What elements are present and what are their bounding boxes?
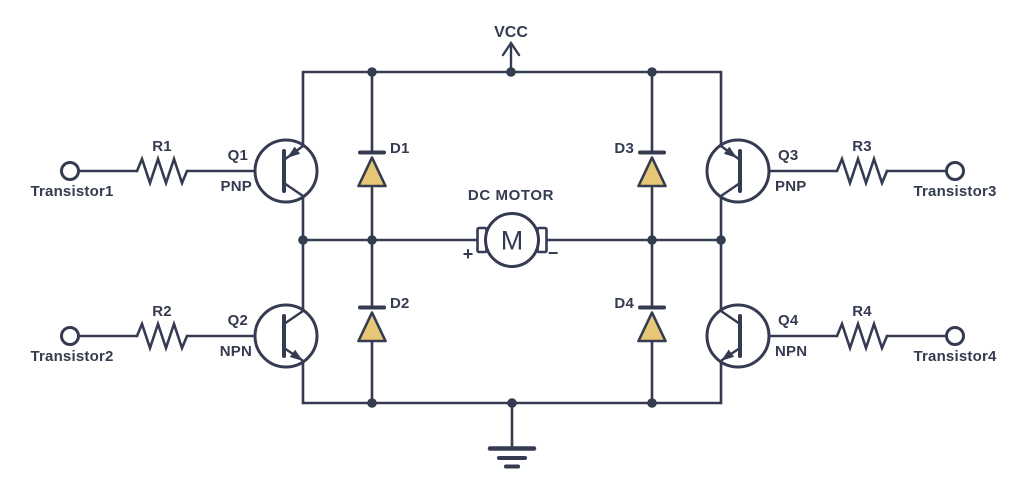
terminal-label: Transistor4 [913,348,997,365]
junction-dot [367,67,377,77]
diode-icon [637,311,667,343]
collector-diagonal [719,181,742,198]
resistor-label: R4 [852,303,872,320]
terminal-circle [945,161,965,181]
transistor-q2: Q2 NPN [220,303,319,369]
dc-motor: M DC MOTOR + − [463,187,559,268]
motor-positive-sign: + [463,244,474,264]
vcc-label: VCC [494,24,528,41]
terminal-circle [60,326,80,346]
resistor-zigzag [835,319,889,353]
motor-icon [484,212,540,268]
terminal-transistor2: Transistor2 [30,326,113,365]
diode-icon [357,156,387,188]
collector-diagonal [719,309,742,326]
resistor-r3: R3 [738,138,889,188]
resistor-label: R2 [152,303,172,320]
junction-dot [647,398,657,408]
transistor-ref-label: Q4 [778,312,799,329]
junction-dot [647,67,657,77]
junction-dot [367,235,377,245]
arrow-up-icon [501,40,521,57]
junction-dot [507,398,517,408]
terminal-transistor1: Transistor1 [30,161,113,200]
transistor-type-label: PNP [221,178,252,195]
npn-arrow-icon [721,349,735,361]
transistor-type-label: PNP [775,178,806,195]
collector-diagonal [282,309,305,326]
transistor-type-label: NPN [220,343,252,360]
terminal-transistor3: Transistor3 [913,161,996,200]
diode-label: D2 [390,295,410,312]
diode-label: D3 [614,140,634,157]
resistor-zigzag [135,319,189,353]
transistor-q4: Q4 NPN [705,303,807,369]
diode-icon [637,156,667,188]
transistor-type-label: NPN [775,343,807,360]
junction-dot [298,235,308,245]
diode-d3: D3 [614,140,667,188]
npn-arrow-icon [289,349,303,361]
terminal-label: Transistor2 [30,348,113,365]
resistor-r1: R1 [135,138,286,188]
motor-title: DC MOTOR [468,187,554,204]
diode-d1: D1 [357,140,410,188]
terminal-label: Transistor1 [30,183,113,200]
diode-label: D4 [614,295,634,312]
terminal-circle [945,326,965,346]
resistor-zigzag [135,154,189,188]
collector-diagonal [282,181,305,198]
motor-symbol: M [501,226,524,256]
terminal-label: Transistor3 [913,183,996,200]
junction-dot [506,67,516,77]
transistor-ref-label: Q3 [778,147,798,164]
terminal-circle [60,161,80,181]
transistor-q3: Q3 PNP [705,138,806,204]
ground-symbol [487,401,537,469]
resistor-label: R3 [852,138,872,155]
resistor-zigzag [835,154,889,188]
junction-dot [367,398,377,408]
junction-dot [716,235,726,245]
diode-d2: D2 [357,295,410,343]
resistor-label: R1 [152,138,172,155]
terminal-transistor4: Transistor4 [913,326,997,365]
pnp-arrow-icon [287,146,301,158]
transistor-ref-label: Q2 [228,312,248,329]
junction-dot [647,235,657,245]
junction-dots [298,67,726,408]
diode-icon [357,311,387,343]
pnp-arrow-icon [723,146,737,158]
transistor-ref-label: Q1 [228,147,248,164]
vcc-supply: VCC [494,24,528,74]
transistor-q1: Q1 PNP [221,138,319,204]
motor-negative-sign: − [548,243,559,263]
diode-d4: D4 [614,295,667,343]
diode-label: D1 [390,140,410,157]
